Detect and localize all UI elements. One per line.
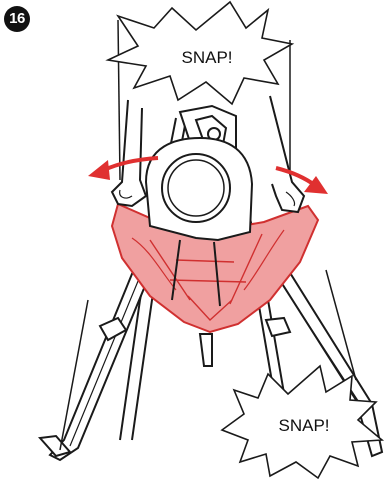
snap-label-bottom: SNAP! <box>278 416 329 435</box>
snap-burst-top: SNAP! <box>108 2 292 104</box>
hand-icon <box>270 96 304 212</box>
dial-cover <box>162 154 230 222</box>
snap-label-top: SNAP! <box>181 48 232 67</box>
hand-icon <box>112 100 146 206</box>
